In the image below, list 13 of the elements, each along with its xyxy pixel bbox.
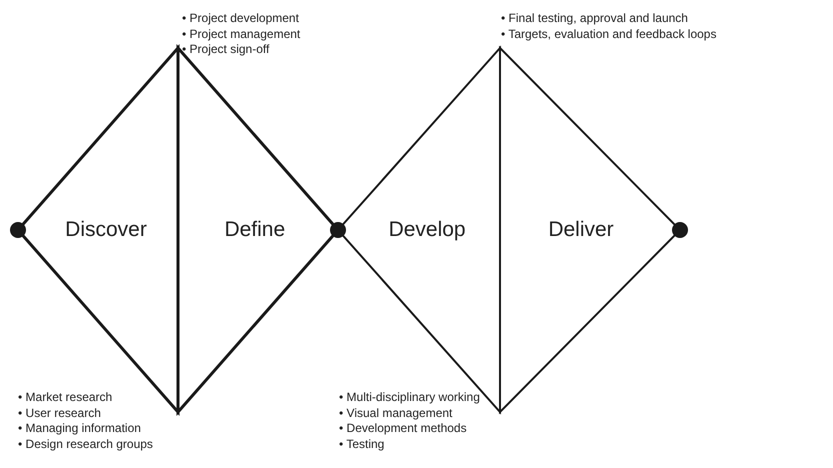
phase-label: Deliver bbox=[548, 218, 614, 241]
bullet-text: • Managing information bbox=[18, 421, 141, 435]
bullet-text: • Final testing, approval and launch bbox=[501, 11, 688, 25]
bullet-text: • Visual management bbox=[339, 406, 452, 420]
phase-label: Develop bbox=[388, 218, 466, 241]
bullet-text: • Multi-disciplinary working bbox=[339, 390, 480, 404]
bullet-text: • Development methods bbox=[339, 421, 467, 435]
bullet-text: • Project management bbox=[182, 26, 300, 40]
bullet-text: • Project development bbox=[182, 11, 299, 25]
bullet-text: • Design research groups bbox=[18, 436, 153, 450]
junction-dot bbox=[672, 222, 688, 238]
bullet-text: • Targets, evaluation and feedback loops bbox=[501, 26, 716, 40]
bullet-text: • Testing bbox=[339, 436, 384, 450]
